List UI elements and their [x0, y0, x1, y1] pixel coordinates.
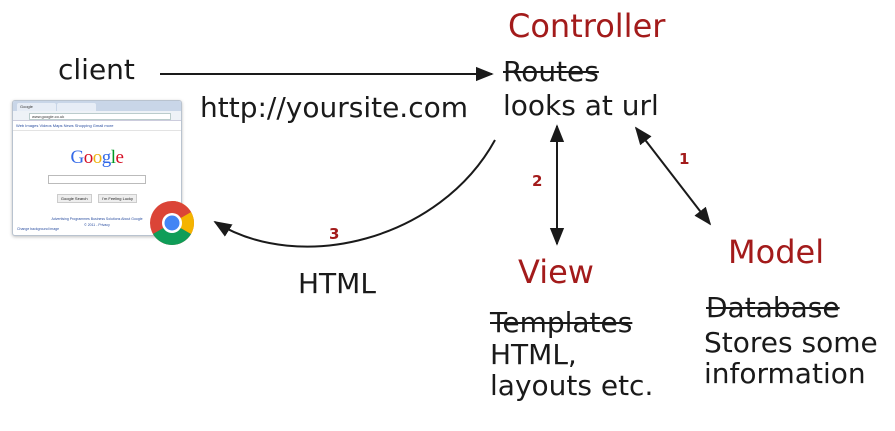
browser-tab: Google — [17, 103, 56, 111]
google-logo-letter: o — [83, 147, 94, 168]
model-description-line1: Stores some — [704, 326, 878, 359]
database-label: Database — [706, 291, 840, 324]
browser-url-field: www.google.co.uk — [29, 113, 171, 120]
model-description-line2: information — [704, 357, 866, 390]
google-logo-letter: l — [110, 147, 116, 168]
step-3-label: 3 — [329, 225, 340, 243]
browser-urlbar: www.google.co.uk — [13, 111, 181, 121]
view-title: View — [518, 253, 594, 291]
controller-description: looks at url — [503, 89, 659, 122]
browser-tab — [57, 103, 96, 111]
google-logo-letter: o — [92, 147, 103, 168]
controller-to-client-arrow — [213, 139, 496, 248]
controller-title: Controller — [508, 7, 666, 45]
google-logo: Google — [13, 147, 181, 169]
google-background-link: Change background image — [17, 227, 60, 231]
url-label: http://yoursite.com — [200, 91, 469, 124]
controller-model-arrow — [634, 126, 712, 226]
client-label: client — [58, 53, 135, 86]
google-logo-letter: G — [70, 147, 85, 168]
google-lucky-button: I'm Feeling Lucky — [98, 194, 138, 203]
google-footer-copyright: © 2011 - Privacy — [84, 223, 110, 227]
google-logo-letter: g — [101, 147, 112, 168]
google-buttons: Google Search I'm Feeling Lucky — [13, 187, 181, 205]
view-description-line1: HTML, — [490, 338, 577, 371]
view-description-line2: layouts etc. — [490, 369, 654, 402]
google-search-box — [48, 175, 146, 184]
google-search-button: Google Search — [56, 194, 92, 203]
routes-label: Routes — [503, 55, 599, 88]
google-logo-letter: e — [115, 147, 124, 168]
chrome-icon — [150, 201, 194, 245]
step-1-label: 1 — [679, 150, 690, 168]
google-footer-links: Advertising Programmes Business Solution… — [51, 217, 143, 221]
templates-label: Templates — [490, 306, 633, 339]
google-nav-bar: Web Images Videos Maps News Shopping Gma… — [13, 121, 181, 131]
browser-tabbar: Google — [13, 101, 181, 111]
model-title: Model — [728, 233, 825, 271]
step-2-label: 2 — [532, 172, 543, 190]
browser-thumbnail: Google www.google.co.uk Web Images Video… — [12, 100, 182, 236]
html-response-label: HTML — [298, 267, 376, 300]
